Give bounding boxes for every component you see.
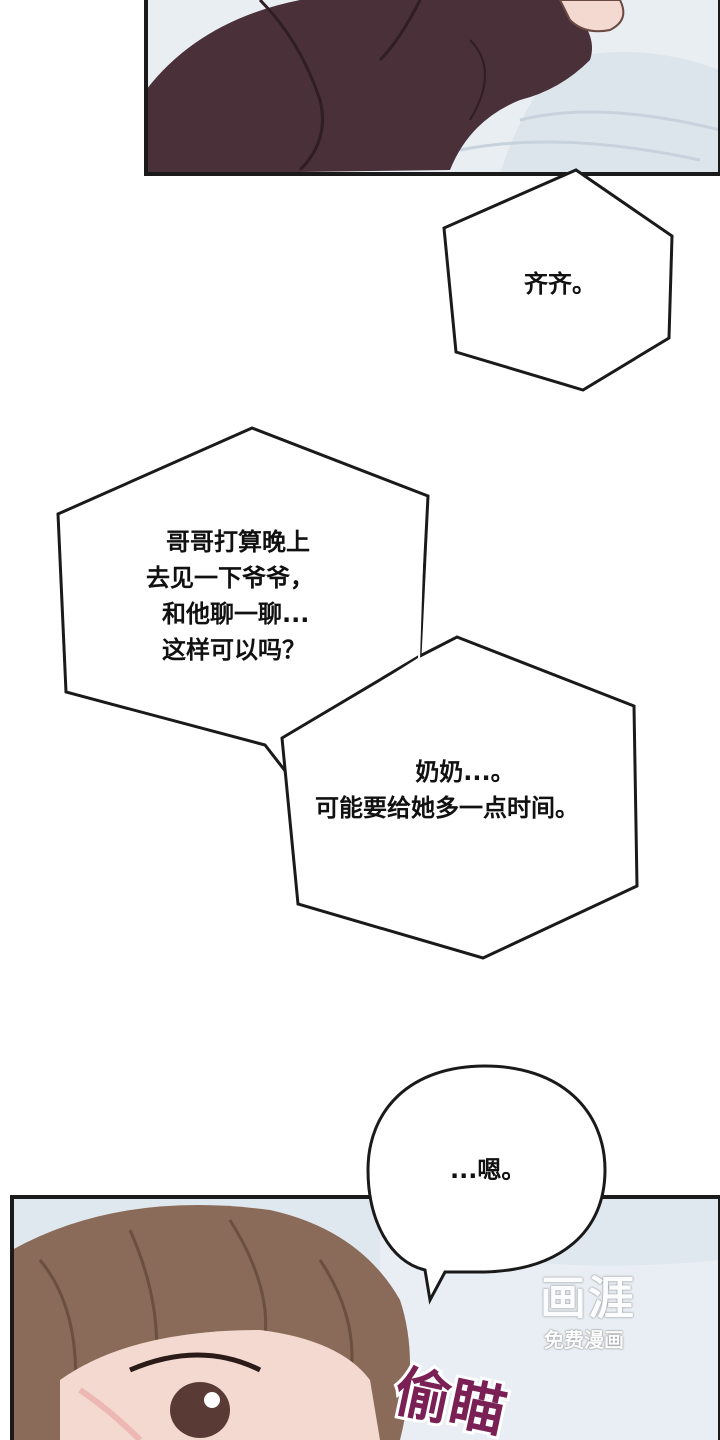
bubble-3-text: 奶奶...。 可能要给她多一点时间。 (315, 754, 635, 826)
watermark-subtitle-text: 免费漫画 (544, 1328, 624, 1352)
bubble-2-line-4: 这样可以吗？ (162, 636, 306, 664)
top-panel-art (146, 0, 720, 174)
bottom-panel-art: 偷瞄 (12, 1197, 720, 1440)
bottom-panel-border (10, 1195, 720, 1440)
speech-bubble-1 (442, 168, 674, 392)
bubble-2-line-1: 哥哥打算晚上 (166, 528, 310, 556)
speech-bubble-3 (280, 635, 639, 960)
bubble-4-text: ...嗯。 (450, 1152, 525, 1188)
bubble-3-line-1: 奶奶...。 (415, 758, 515, 786)
bubble-1-text: 齐齐。 (524, 266, 596, 302)
bubble-2-text: 哥哥打算晚上 去见一下爷爷， 和他聊一聊... 这样可以吗？ (146, 524, 314, 668)
watermark-logo-text: 画涯 (540, 1271, 636, 1325)
bubble-4-line-1: ...嗯。 (450, 1156, 526, 1184)
bubble-2-line-2: 去见一下爷爷， (146, 564, 314, 592)
bubble-1-line-1: 齐齐。 (524, 270, 596, 298)
sfx-text: 偷瞄 (386, 1356, 515, 1440)
bubble-3-line-2: 可能要给她多一点时间。 (315, 794, 579, 822)
speech-bubble-4 (366, 1064, 607, 1305)
watermark-subtitle: 免费漫画 (544, 1324, 624, 1353)
watermark-logo: 画涯 (540, 1262, 636, 1328)
top-panel-border (144, 0, 720, 176)
speech-bubble-2 (56, 426, 430, 793)
sfx-text-glyphs: 偷瞄 (389, 1359, 512, 1440)
bubble-2-line-3: 和他聊一聊... (162, 600, 310, 628)
